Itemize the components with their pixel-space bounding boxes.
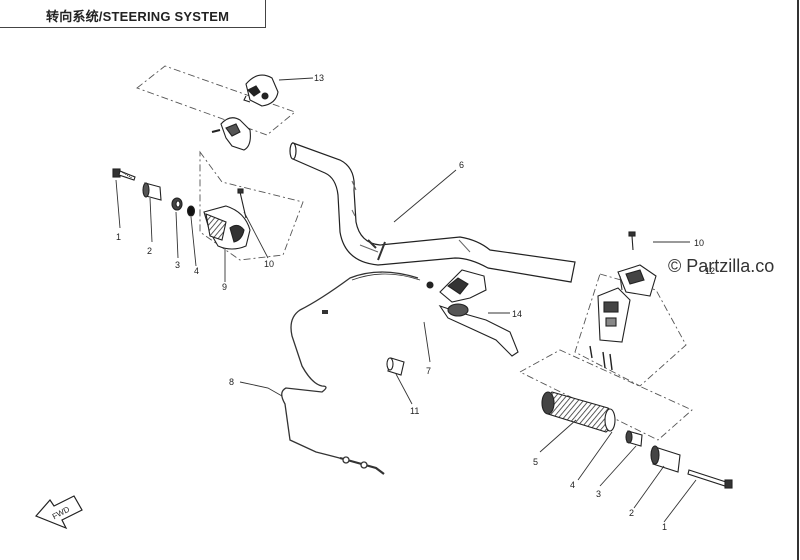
callout-labels: 1 2 3 4 9 10 13 6 10 12 14 7 8 11 5 4 3 …: [116, 73, 715, 532]
diagram-title: 转向系统/STEERING SYSTEM: [46, 9, 230, 24]
callout-8: 8: [229, 377, 234, 387]
callout-9: 9: [222, 282, 227, 292]
callout-12: 12: [705, 266, 715, 276]
callout-4-right: 4: [570, 480, 575, 490]
bolt-right: [687, 469, 733, 489]
collar-left: [171, 197, 183, 211]
title-box: 转向系统/STEERING SYSTEM: [0, 0, 266, 28]
page-border: [797, 0, 799, 560]
callout-10-right: 10: [694, 238, 704, 248]
callout-10-left: 10: [264, 259, 274, 269]
callout-14: 14: [512, 309, 522, 319]
callout-11: 11: [410, 406, 419, 416]
callout-2-left: 2: [147, 246, 152, 256]
handlebar: [289, 142, 576, 283]
mount-bracket: [211, 117, 251, 151]
throttle-housing: [203, 205, 251, 250]
fwd-arrow: FWD: [34, 495, 83, 530]
callout-3-left: 3: [175, 260, 180, 270]
callout-6: 6: [459, 160, 464, 170]
callout-1-right: 1: [662, 522, 667, 532]
throttle-cable: [281, 271, 421, 475]
bar-end-weight-right: [650, 445, 681, 473]
collar-right: [625, 430, 643, 447]
switch-cover: [243, 74, 279, 107]
screws-12: [589, 345, 613, 371]
screw-right: [628, 231, 636, 251]
callout-7: 7: [426, 366, 431, 376]
callout-13: 13: [314, 73, 324, 83]
group-box-13: [136, 65, 296, 136]
switch-upper-right: [617, 264, 657, 297]
leader-lines: [115, 77, 697, 523]
bolt-left: [112, 168, 136, 181]
callout-4-left: 4: [194, 266, 199, 276]
rubber-sleeve: [386, 357, 405, 376]
callout-1-left: 1: [116, 232, 121, 242]
bar-end-weight-left: [142, 182, 162, 201]
watermark: © Partzilla.co: [668, 256, 775, 276]
brake-lever: [426, 269, 519, 357]
switch-lower-right: [597, 287, 631, 343]
callout-3-right: 3: [596, 489, 601, 499]
callout-2-right: 2: [629, 508, 634, 518]
washer-left: [186, 205, 196, 217]
callout-5: 5: [533, 457, 538, 467]
group-box-left-switch: [199, 150, 304, 261]
right-grip: [541, 391, 616, 433]
